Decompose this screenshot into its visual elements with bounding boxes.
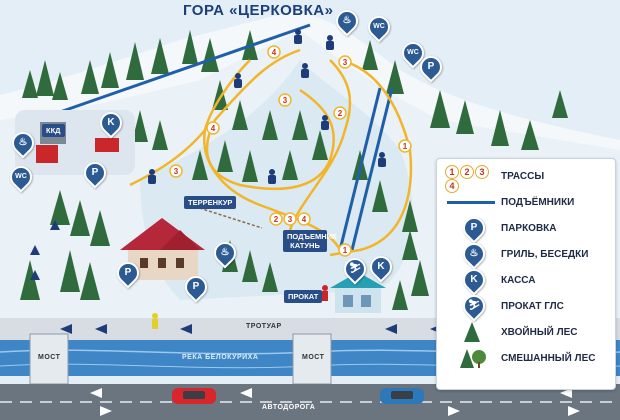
kkd-label: ККД xyxy=(42,124,65,137)
svg-text:1: 1 xyxy=(403,142,408,151)
legend-kassa: K КАССА xyxy=(445,264,536,296)
blue-car xyxy=(380,388,424,404)
svg-text:2: 2 xyxy=(274,215,279,224)
svg-text:4: 4 xyxy=(211,124,216,133)
skiers xyxy=(148,29,386,184)
svg-text:3: 3 xyxy=(343,58,348,67)
sidewalk-label: ТРОТУАР xyxy=(246,323,282,330)
river-label: РЕКА БЕЛОКУРИХА xyxy=(182,354,259,361)
lift-katun-label: ПОДЪЕМНИК КАТУНЬ xyxy=(283,230,337,252)
terrenkur-label: ТЕРРЕНКУР xyxy=(184,196,237,209)
svg-text:3: 3 xyxy=(288,215,293,224)
legend-conifer-label: ХВОЙНЫЙ ЛЕС xyxy=(501,326,578,338)
prokat-label: ПРОКАТ xyxy=(284,290,323,303)
legend-parking: P ПАРКОВКА xyxy=(445,212,557,244)
gondola-icon xyxy=(36,145,58,163)
bridge-right-label: МОСТ xyxy=(302,354,325,361)
legend-lifts-label: ПОДЪЁМНИКИ xyxy=(501,196,575,208)
rental-person-icon xyxy=(322,285,328,301)
legend-rental: ⛷ ПРОКАТ ГЛС xyxy=(445,290,564,322)
legend-mixed: СМЕШАННЫЙ ЛЕС xyxy=(445,347,595,369)
conifer-forest xyxy=(20,30,599,310)
grill-icon: ♨ xyxy=(445,238,499,270)
chalet-building xyxy=(120,218,205,280)
road-label: АВТОДОРОГА xyxy=(262,404,316,411)
svg-text:4: 4 xyxy=(302,215,307,224)
conifer-tree-icon xyxy=(445,321,499,343)
road-arrows xyxy=(90,388,580,416)
svg-text:3: 3 xyxy=(174,167,179,176)
red-car xyxy=(172,388,216,404)
walk-arrows xyxy=(30,220,60,280)
svg-text:1: 1 xyxy=(343,246,348,255)
trail-badges: 4 3 3 4 2 1 3 2 3 4 1 xyxy=(169,45,412,257)
lift-line-icon xyxy=(445,191,499,213)
lift-line-right-2 xyxy=(350,87,394,251)
legend-trails-label: ТРАССЫ xyxy=(501,170,545,182)
legend-kassa-label: КАССА xyxy=(501,274,536,286)
bridge-left-label: МОСТ xyxy=(38,354,61,361)
parking-icon: P xyxy=(445,212,499,244)
lift-line-right-1 xyxy=(338,87,382,251)
bridge-right xyxy=(292,333,332,385)
mixed-tree-icon xyxy=(445,347,499,369)
lift-line-top xyxy=(59,23,311,114)
map-title: ГОРА «ЦЕРКОВКА» xyxy=(183,2,334,19)
legend-grill-label: ГРИЛЬ, БЕСЕДКИ xyxy=(501,248,589,260)
svg-text:3: 3 xyxy=(283,96,288,105)
pedestrian-icon xyxy=(152,313,158,329)
svg-text:4: 4 xyxy=(272,48,277,57)
legend-grill: ♨ ГРИЛЬ, БЕСЕДКИ xyxy=(445,238,589,270)
kassa-icon: K xyxy=(445,264,499,296)
legend-mixed-label: СМЕШАННЫЙ ЛЕС xyxy=(501,352,596,364)
legend-parking-label: ПАРКОВКА xyxy=(501,222,557,234)
slope-area xyxy=(140,60,414,300)
svg-text:2: 2 xyxy=(338,109,343,118)
rental-icon: ⛷ xyxy=(445,290,499,322)
legend-conifer: ХВОЙНЫЙ ЛЕС xyxy=(445,321,578,343)
kassa-building xyxy=(330,272,386,313)
legend-rental-label: ПРОКАТ ГЛС xyxy=(501,300,564,312)
legend-lifts: ПОДЪЁМНИКИ xyxy=(445,191,574,213)
lift-cabin-icon xyxy=(95,138,119,152)
